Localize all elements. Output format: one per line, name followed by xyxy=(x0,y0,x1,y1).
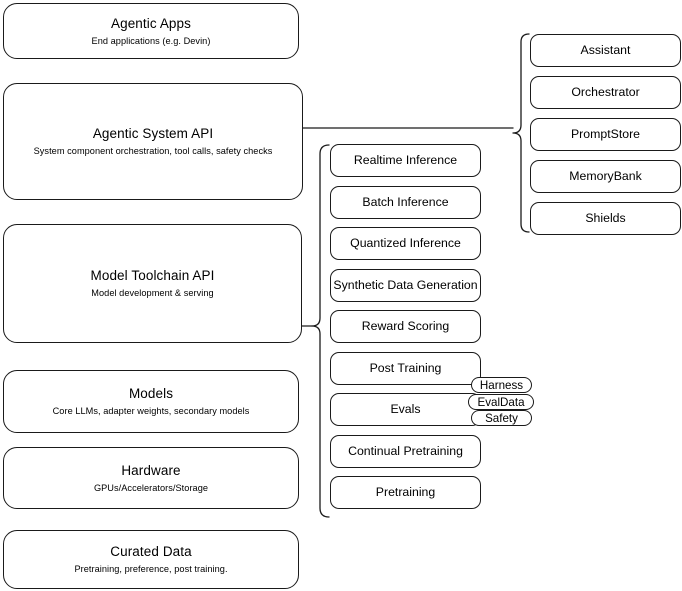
toolchain-box-synthetic-data-generation[interactable]: Synthetic Data Generation xyxy=(330,268,481,302)
layer-box-model-toolchain-api[interactable]: Model Toolchain API Model development & s… xyxy=(3,224,302,343)
agentic-box-label: Orchestrator xyxy=(571,85,640,99)
agentic-box-label: MemoryBank xyxy=(569,169,642,183)
layer-title: Curated Data xyxy=(110,544,192,559)
toolchain-box-label: Post Training xyxy=(369,360,442,375)
layer-box-agentic-system-api[interactable]: Agentic System API System component orche… xyxy=(3,83,303,200)
toolchain-box-label: Batch Inference xyxy=(362,194,449,209)
toolchain-box-post-training[interactable]: Post Training xyxy=(330,351,481,385)
layer-subtitle: End applications (e.g. Devin) xyxy=(91,35,211,46)
toolchain-box-label: Synthetic Data Generation xyxy=(333,277,478,292)
agentic-box-label: Assistant xyxy=(580,43,631,57)
agentic-box-orchestrator[interactable]: Orchestrator xyxy=(530,76,681,109)
layer-subtitle: Model development & serving xyxy=(91,288,214,298)
agentic-box-promptstore[interactable]: PromptStore xyxy=(530,118,681,151)
layer-title: Agentic Apps xyxy=(110,15,191,31)
layer-title: Hardware xyxy=(121,462,181,478)
agentic-box-assistant[interactable]: Assistant xyxy=(530,34,681,67)
toolchain-box-label: Reward Scoring xyxy=(361,319,450,333)
toolchain-box-batch-inference[interactable]: Batch Inference xyxy=(330,185,481,219)
layer-subtitle: GPUs/Accelerators/Storage xyxy=(93,482,209,493)
toolchain-box-evals[interactable]: Evals xyxy=(330,393,481,426)
toolchain-box-label: Quantized Inference xyxy=(350,236,461,250)
toolchain-box-reward-scoring[interactable]: Reward Scoring xyxy=(330,310,481,343)
layer-title: Agentic System API xyxy=(92,126,214,141)
eval-tag-safety[interactable]: Safety xyxy=(471,410,532,426)
agentic-components-brace xyxy=(512,33,530,233)
eval-tag-evaldata[interactable]: EvalData xyxy=(468,394,534,410)
toolchain-box-label: Continual Pretraining xyxy=(348,443,463,458)
layer-title: Models xyxy=(128,386,174,401)
layer-title: Model Toolchain API xyxy=(90,268,215,283)
agentic-box-memorybank[interactable]: MemoryBank xyxy=(530,160,681,193)
agentic-box-label: Shields xyxy=(585,211,626,225)
toolchain-box-label: Pretraining xyxy=(375,485,436,499)
toolchain-box-label: Evals xyxy=(390,402,421,416)
toolchain-box-continual-pretraining[interactable]: Continual Pretraining xyxy=(330,434,481,468)
eval-tag-harness[interactable]: Harness xyxy=(471,377,532,393)
agentic-box-label: PromptStore xyxy=(570,127,641,141)
toolchain-components-brace xyxy=(311,144,330,518)
toolchain-box-realtime-inference[interactable]: Realtime Inference xyxy=(330,144,481,177)
layer-subtitle: System component orchestration, tool cal… xyxy=(33,146,273,156)
layer-subtitle: Pretraining, preference, post training. xyxy=(74,564,228,574)
toolchain-box-pretraining[interactable]: Pretraining xyxy=(330,476,481,509)
layer-subtitle: Core LLMs, adapter weights, secondary mo… xyxy=(52,406,250,416)
agentic-box-shields[interactable]: Shields xyxy=(530,202,681,235)
toolchain-box-quantized-inference[interactable]: Quantized Inference xyxy=(330,227,481,260)
toolchain-box-label: Realtime Inference xyxy=(353,153,458,167)
